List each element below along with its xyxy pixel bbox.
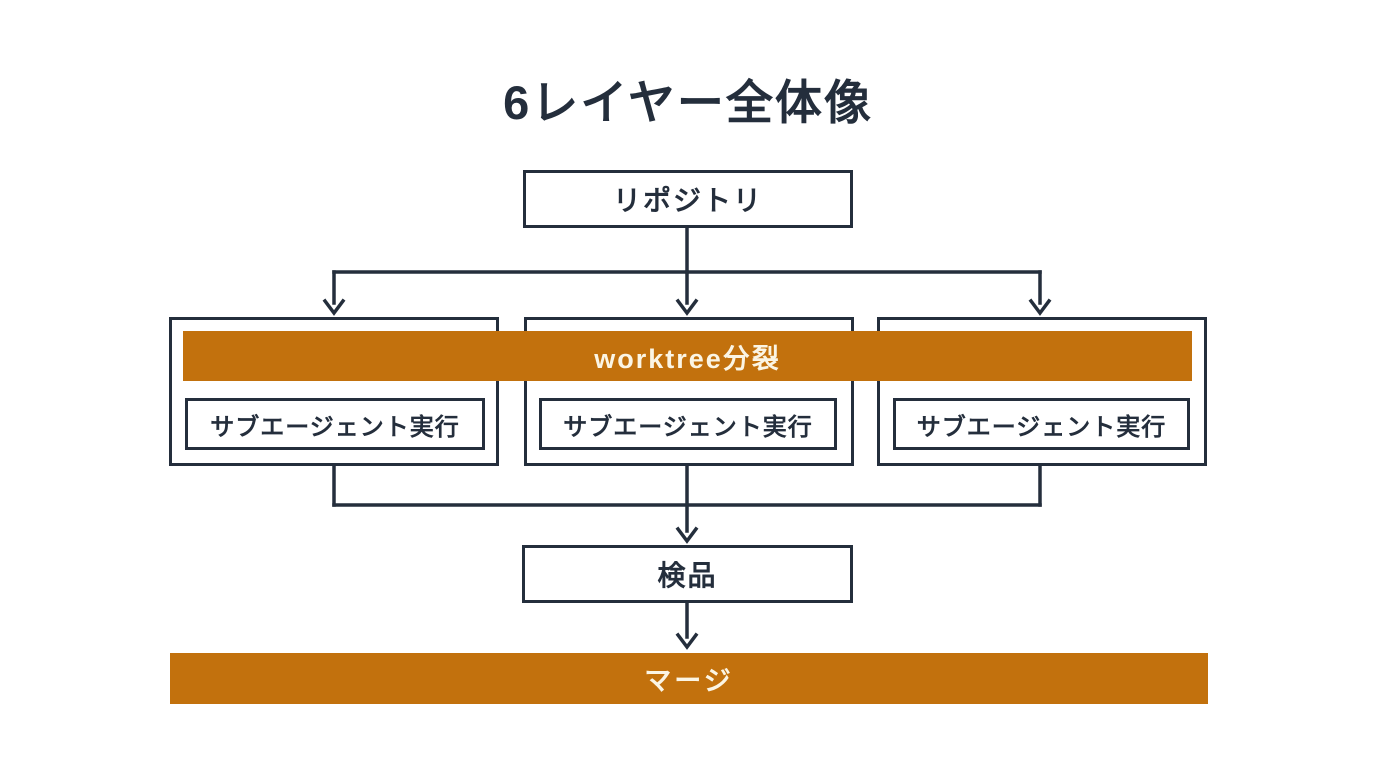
subagent-node-3: サブエージェント実行 [893,398,1190,450]
page-title: 6レイヤー全体像 [503,76,873,129]
inspection-node: 検品 [522,545,853,603]
subagent-label-2: サブエージェント実行 [563,413,813,441]
subagent-node-2: サブエージェント実行 [539,398,837,450]
arrowhead-left [322,298,346,316]
inspection-label: 検品 [657,560,718,591]
arrowhead-right [1028,298,1052,316]
arrowhead-center [675,298,699,316]
worktree-split-label: worktree分裂 [594,343,781,374]
subagent-label-1: サブエージェント実行 [210,413,460,441]
repository-label: リポジトリ [612,185,763,216]
arrowhead-merge [675,632,699,650]
arrowhead-inspection [675,526,699,544]
merge-label: マージ [644,666,734,696]
branch-container-2 [524,317,854,466]
subagent-label-3: サブエージェント実行 [916,413,1167,441]
merge-bar: マージ [170,653,1208,704]
branch-container-3 [877,317,1207,466]
subagent-node-1: サブエージェント実行 [185,398,485,450]
worktree-split-banner: worktree分裂 [183,331,1192,381]
